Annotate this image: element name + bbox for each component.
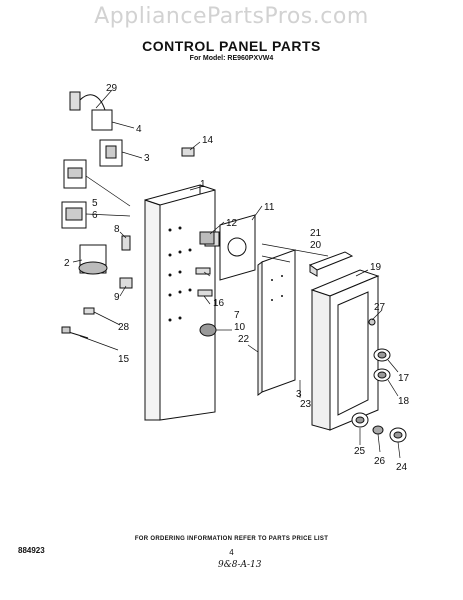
knob-part-17 [373,348,391,362]
page-title: CONTROL PANEL PARTS [142,38,321,54]
watermark: AppliancePartsPros.com [94,4,369,29]
plug-part-28 [83,307,95,315]
switch-part-29 [69,91,113,131]
document-number: 884923 [18,546,45,555]
knob-part-24 [389,427,407,443]
callout-10: 10 [234,322,246,333]
page-number: 4 [229,548,234,557]
callout-1: 1 [200,179,206,190]
callout-23: 23 [300,399,312,410]
grommet-part-10 [199,323,217,337]
handwritten-code: 9&8-A-13 [218,560,262,570]
spacer-part-7 [197,289,213,297]
callout-21: 21 [310,228,322,239]
callout-16: 16 [213,298,225,309]
screw-part-15 [61,326,89,339]
callout-29: 29 [106,83,118,94]
knob-part-18 [373,368,391,382]
callout-22: 22 [238,334,250,345]
callout-26: 26 [374,456,386,467]
callout-24: 24 [396,462,408,473]
leader-lines [72,89,401,459]
callout-11: 11 [264,202,275,213]
clip-part-14 [181,147,195,157]
callout-15: 15 [118,354,130,365]
relay-part-3 [99,139,123,167]
callout-3b: 3 [296,389,302,400]
callout-18: 18 [398,396,410,407]
screw-part-27 [368,318,376,326]
switch-part-5 [63,159,87,189]
spacer-part-16 [195,267,211,275]
small-part-9 [119,277,133,289]
control-panel-frame [144,184,216,421]
middle-panel [257,249,296,396]
callout-3: 3 [144,153,150,164]
knob-part-25 [351,412,369,428]
spring-part-26 [372,425,384,435]
callout-20: 20 [310,240,322,251]
ordering-note: FOR ORDERING INFORMATION REFER TO PARTS … [134,536,329,542]
callout-17: 17 [398,373,410,384]
callout-25: 25 [354,446,366,457]
callout-4: 4 [136,124,142,135]
small-part-8 [121,235,131,251]
callout-8: 8 [114,224,120,235]
callout-27: 27 [374,302,386,313]
callout-9: 9 [114,292,120,303]
callout-12: 12 [226,218,238,229]
callout-19: 19 [370,262,382,273]
bracket [308,251,354,277]
callout-5: 5 [92,198,98,209]
callout-14: 14 [202,135,214,146]
callout-7: 7 [234,310,240,321]
part-12 [199,231,215,245]
model-subtitle: For Model: RE960PXVW4 [189,55,274,62]
callout-2: 2 [64,258,70,269]
console-housing [310,269,380,431]
callout-28: 28 [118,322,130,333]
switch-part-6 [61,201,87,229]
callout-6: 6 [92,210,98,221]
transformer-part-2 [78,244,108,275]
